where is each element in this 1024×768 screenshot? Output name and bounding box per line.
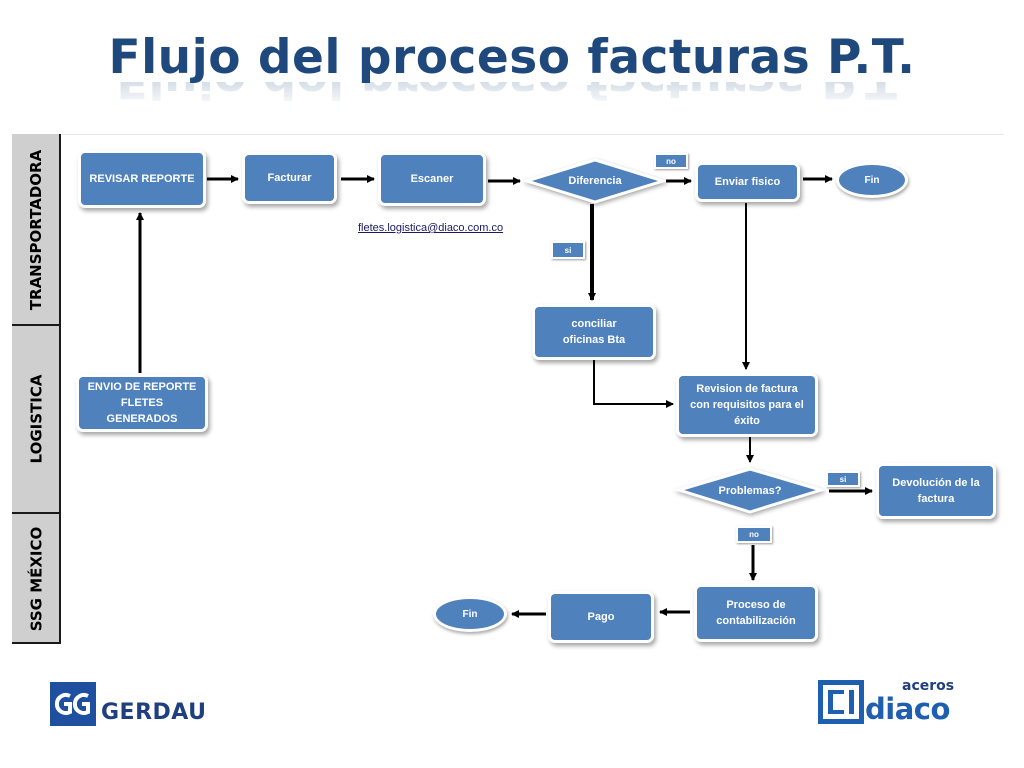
tag-no-problemas: no [736,526,772,543]
lane-divider [12,324,61,326]
tag-no-diferencia: no [654,153,688,169]
proceso-contabilizacion-node: Proceso de contabilización [694,584,818,642]
lane-ssg-mexico: SSG MÉXICO [12,513,61,644]
gerdau-wordmark: GERDAU [101,700,207,725]
problemas-diamond [673,467,827,514]
enviar-fisico-node: Enviar fisico [695,162,800,202]
conciliar-oficinas-node: conciliar oficinas Bta [532,304,656,360]
diaco-logo-icon [818,680,864,724]
arrow [593,360,674,408]
aceros-wordmark: aceros [902,678,955,694]
fin-top-node: Fin [836,162,908,198]
top-divider [62,134,1004,135]
pago-node: Pago [548,591,654,643]
envio-reporte-node: ENVIO DE REPORTE FLETES GENERADOS [76,374,208,432]
tag-si-problemas: si [826,471,860,487]
email-link[interactable]: fletes.logistica@diaco.com.co [358,222,504,234]
tag-si-diferencia: si [551,241,585,259]
lane-logistica: LOGISTICA [12,325,61,513]
devolucion-factura-node: Devolución de la factura [876,463,996,519]
diferencia-label: Diferencia [568,175,622,187]
lane-divider [12,512,61,514]
problemas-label: Problemas? [718,485,782,497]
revision-factura-node: Revision de factura con requisitos para … [676,373,818,437]
lane-divider [12,642,61,644]
gerdau-logo-icon [50,682,96,726]
escaner-node: Escaner [378,152,486,206]
lane-transportadora: TRANSPORTADORA [12,134,61,325]
fin-bottom-node: Fin [433,596,507,632]
facturar-node: Facturar [242,152,337,204]
diferencia-diamond [521,158,669,204]
page-title: Flujo del proceso facturas P.T. [108,30,916,85]
revisar-reporte-node: REVISAR REPORTE [78,150,206,208]
diaco-wordmark: diaco [865,692,950,726]
